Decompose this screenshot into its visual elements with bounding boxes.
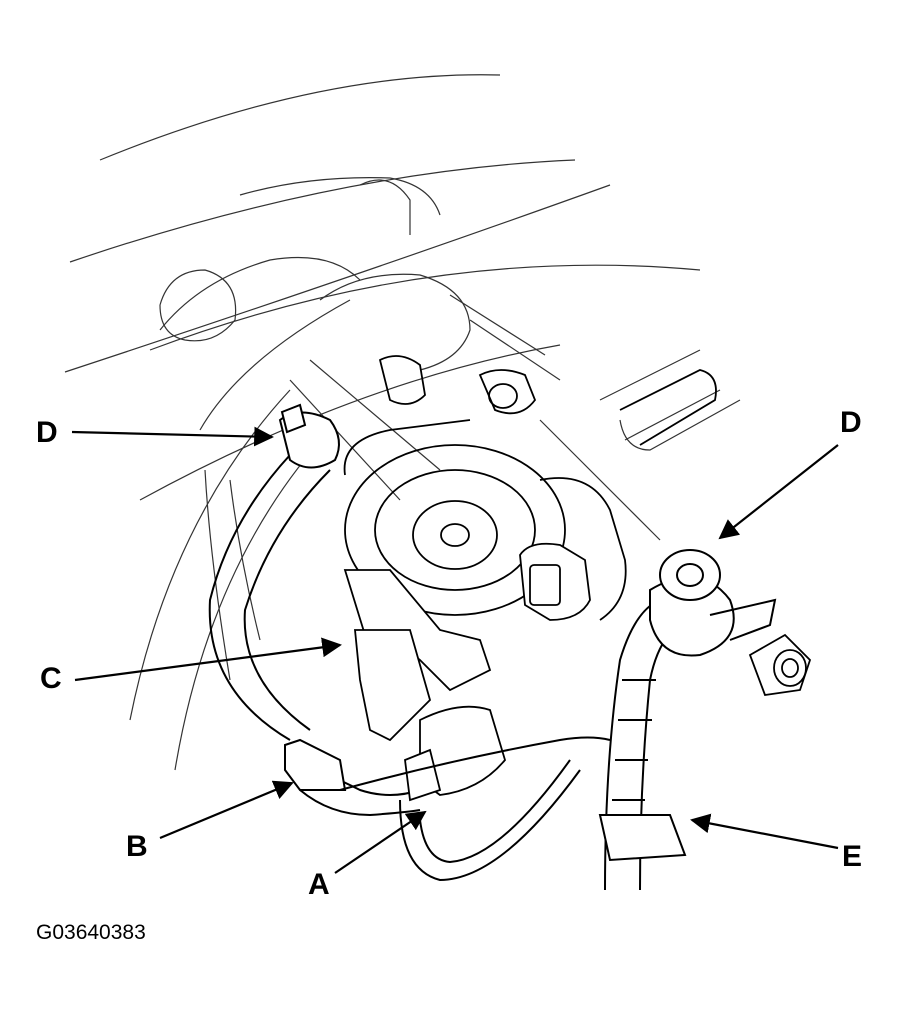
arrow-c xyxy=(75,637,342,680)
callout-e: E xyxy=(842,840,863,873)
breather-hose-left xyxy=(210,405,339,740)
callout-d-left: D xyxy=(36,416,58,449)
figure-id: G03640383 xyxy=(36,921,146,944)
engine-background-outline xyxy=(65,75,740,770)
callout-b: B xyxy=(126,830,148,863)
ground-cable xyxy=(600,550,775,890)
connector-a xyxy=(405,707,505,800)
leader-arrows xyxy=(72,426,838,873)
bracket-c xyxy=(345,570,490,740)
throttle-body xyxy=(345,356,716,620)
ground-bolt xyxy=(750,635,810,695)
wire-harness xyxy=(340,738,610,881)
arrow-d-right xyxy=(718,445,838,540)
arrow-b xyxy=(160,780,294,838)
arrow-a xyxy=(335,810,427,873)
arrow-d-left xyxy=(72,426,274,447)
callout-a: A xyxy=(308,868,330,901)
arrow-e xyxy=(690,813,838,848)
callout-c: C xyxy=(40,662,62,695)
callout-d-right: D xyxy=(840,406,862,439)
tp-sensor xyxy=(520,544,590,620)
